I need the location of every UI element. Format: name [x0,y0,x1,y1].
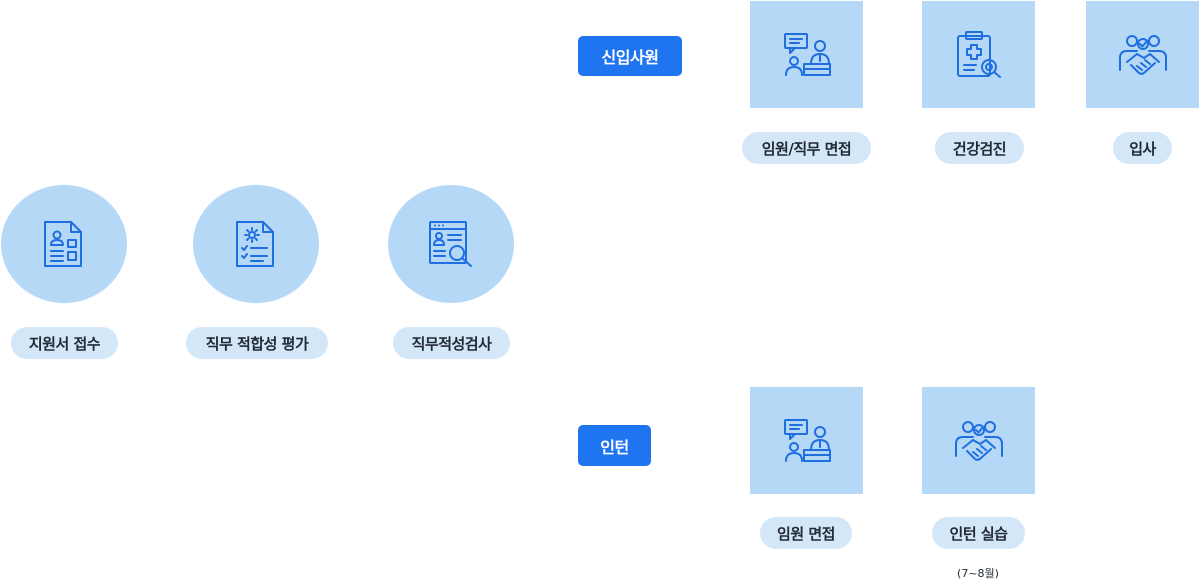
intern-interview-box [750,387,863,494]
step-application-label: 지원서 접수 [11,327,118,359]
new-hire-checkup-label: 건강검진 [935,132,1024,164]
new-hire-join-box [1086,1,1199,108]
interview-icon [783,32,831,76]
handshake-icon [1118,34,1167,75]
step-job-fit-label: 직무 적합성 평가 [186,327,328,359]
step-aptitude-circle [388,185,514,303]
step-aptitude-label: 직무적성검사 [393,327,510,359]
step-job-fit-circle [193,185,319,303]
handshake-icon [954,420,1003,461]
interview-icon [783,418,831,462]
application-form-icon [44,221,82,267]
intern-practice-label: 인턴 실습 [932,517,1025,549]
new-hire-join-label: 입사 [1113,132,1172,164]
track-new-hire-tag: 신입사원 [578,36,682,76]
intern-interview-label: 임원 면접 [760,517,852,549]
document-gear-checklist-icon [236,221,274,267]
new-hire-interview-box [750,1,863,108]
profile-search-icon [429,221,472,267]
intern-practice-box [922,387,1035,494]
track-intern-tag: 인턴 [578,425,651,466]
medical-checkup-icon [956,30,1001,78]
intern-practice-period: (7~8월) [957,567,999,580]
new-hire-interview-label: 임원/직무 면접 [742,132,871,164]
new-hire-checkup-box [922,1,1035,108]
step-application-circle [1,185,127,303]
